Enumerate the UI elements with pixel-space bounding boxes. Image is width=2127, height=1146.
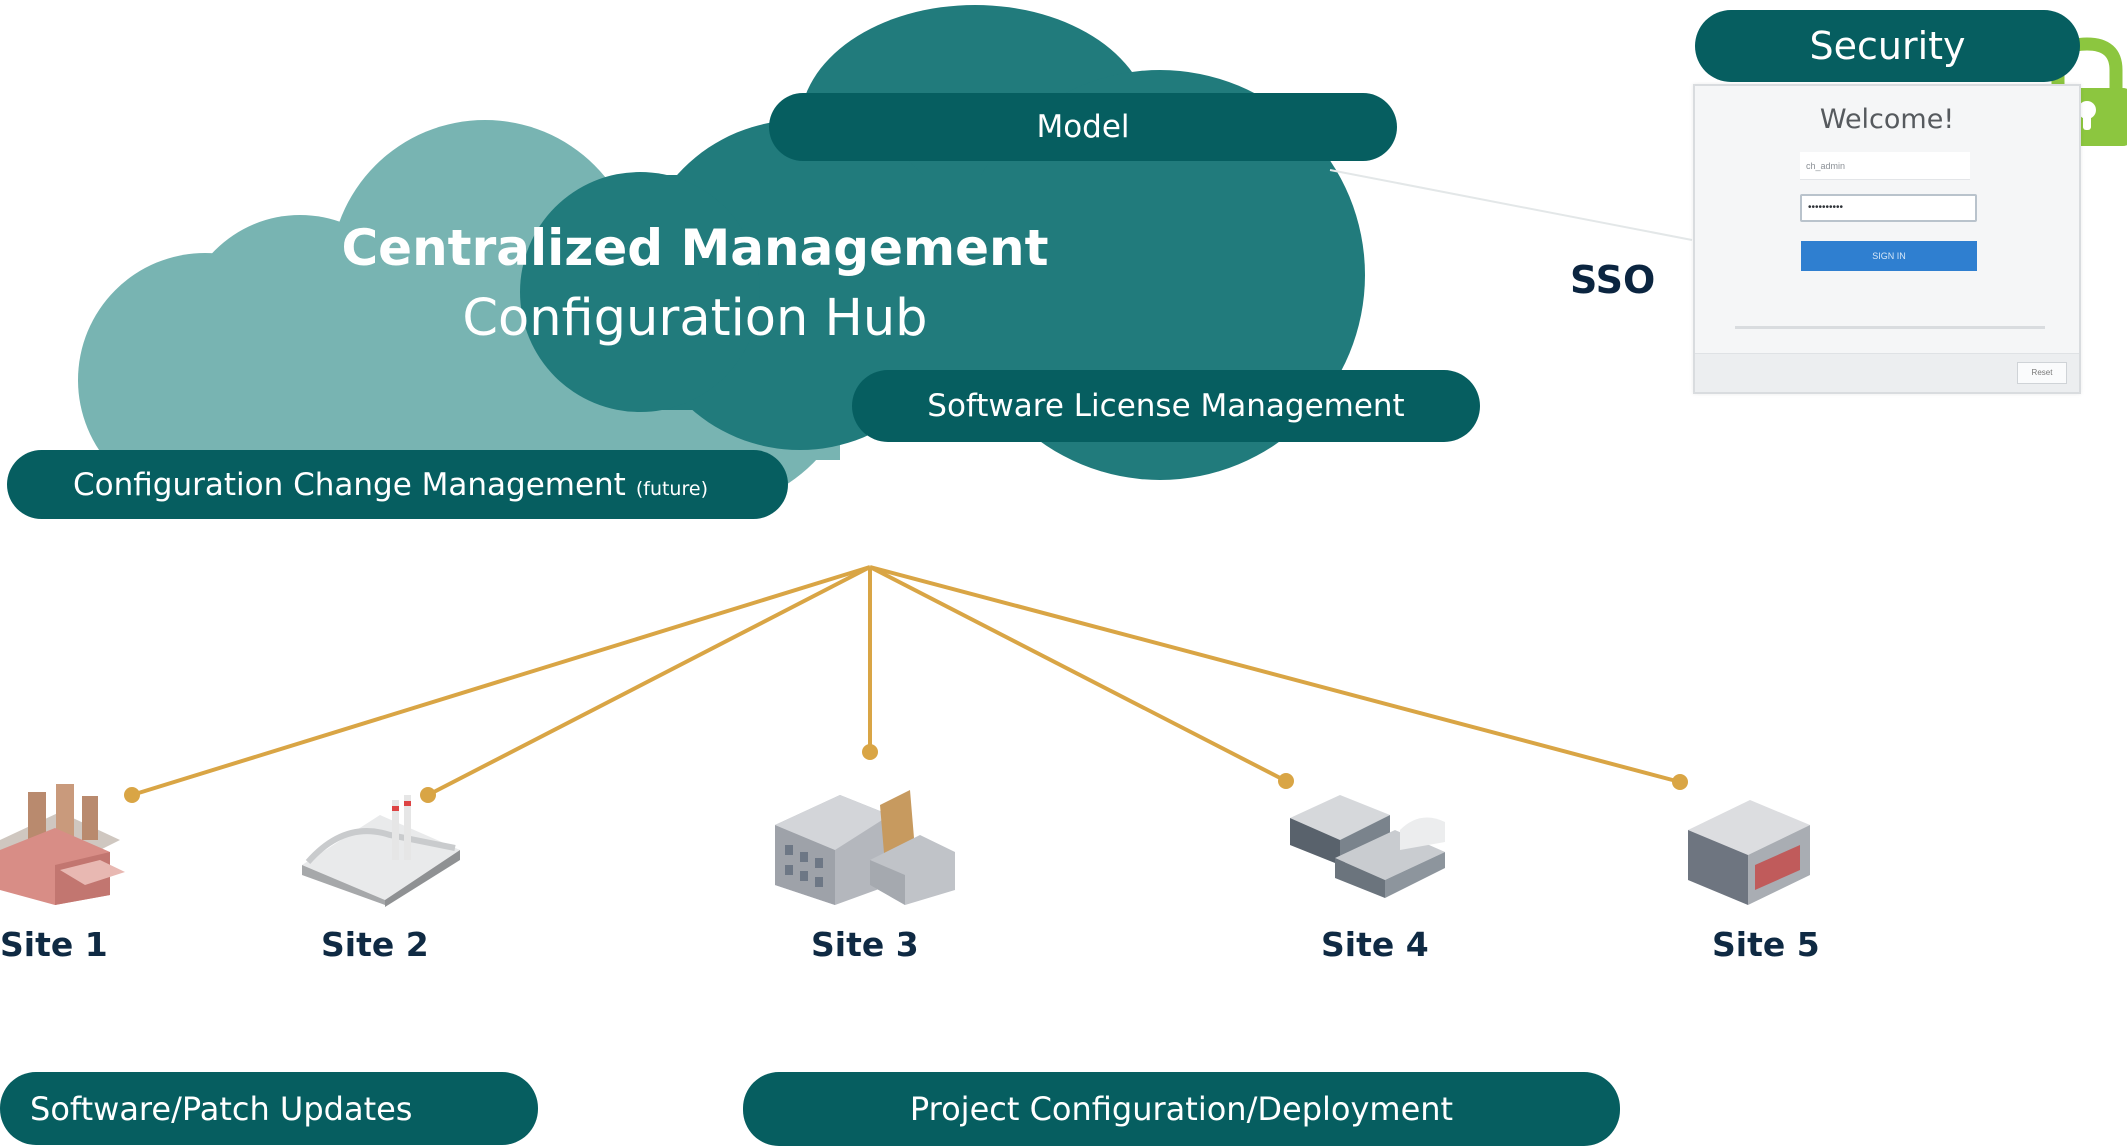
username-field[interactable]: ch_admin [1800,152,1970,180]
hub-title: Centralized Management [341,219,1049,277]
sso-label: SSO [1570,258,1656,302]
model-pill: Model [769,93,1397,161]
login-card: Welcome! ch_admin •••••••••• SIGN IN Res… [1693,84,2081,394]
project-config-pill: Project Configuration/Deployment [743,1072,1620,1146]
site-connectors [131,565,1681,797]
site-2-label: Site 2 [321,925,429,964]
sso-connector [1329,169,1693,241]
endpoint-site-5 [1672,774,1688,790]
endpoint-site-2 [420,787,436,803]
site-1-factory-icon [0,784,125,905]
login-footer-text [1735,326,2045,329]
security-pill: Security [1695,10,2080,82]
site-4-campus-icon [1290,795,1445,898]
endpoint-site-1 [124,787,140,803]
software-updates-pill-label: Software/Patch Updates [30,1089,413,1128]
future-note: (future) [635,477,708,500]
model-pill-label: Model [1036,109,1130,145]
site-3-label: Site 3 [811,925,919,964]
site-5-label: Site 5 [1712,925,1820,964]
software-updates-pill: Software/Patch Updates [0,1072,538,1145]
sign-in-button[interactable]: SIGN IN [1801,241,1977,271]
connector-site-2 [427,565,871,797]
password-field[interactable]: •••••••••• [1800,194,1977,222]
config-change-pill: Configuration Change Management (future) [7,450,788,519]
software-license-pill-label: Software License Management [927,388,1405,424]
connector-site-1 [131,565,871,797]
project-config-pill-label: Project Configuration/Deployment [909,1090,1454,1128]
site-3-office-complex-icon [775,790,955,905]
site-1-label: Site 1 [0,925,108,964]
login-small-button[interactable]: Reset [2017,362,2067,384]
connector-site-4 [869,565,1287,783]
connector-endpoints [124,744,1688,803]
connector-site-5 [869,565,1681,784]
login-footer-strip: Reset [1695,353,2079,392]
config-change-pill-label: Configuration Change Management [73,466,626,503]
endpoint-site-4 [1278,773,1294,789]
site-5-warehouse-icon [1688,800,1810,905]
endpoint-site-3 [862,744,878,760]
software-license-pill: Software License Management [852,370,1480,442]
hub-subtitle: Configuration Hub [462,289,928,348]
login-welcome: Welcome! [1819,104,1955,135]
site-2-hangar-icon [302,795,460,907]
security-pill-label: Security [1809,24,1966,68]
site-4-label: Site 4 [1321,925,1429,964]
